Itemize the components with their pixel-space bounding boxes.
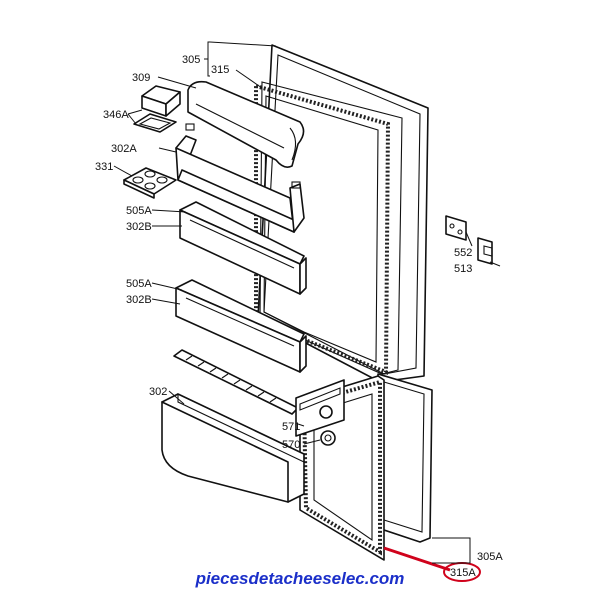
middle-door-shelf-1 (179, 201, 307, 295)
label-331: 331 (95, 161, 113, 173)
thermostat-knob (320, 430, 336, 446)
label-315: 315 (211, 64, 229, 76)
label-571: 571 (282, 421, 300, 433)
part-labels: 305 315 309 346A 302A 331 505A 302B 505A… (95, 54, 503, 579)
label-505a-1: 505A (126, 205, 152, 217)
label-309: 309 (132, 72, 150, 84)
label-346a: 346A (103, 109, 129, 121)
watermark-text: piecesdetacheeselec.com (195, 569, 405, 588)
label-302a: 302A (111, 143, 137, 155)
egg-tray (123, 167, 177, 199)
hinge-bracket (477, 237, 493, 265)
bottle-door-shelf (161, 393, 305, 503)
label-315a: 315A (450, 567, 476, 579)
middle-door-shelf-2 (175, 279, 307, 373)
label-302b-2: 302B (126, 294, 152, 306)
upper-door-shelf (175, 123, 305, 233)
label-552: 552 (454, 247, 472, 259)
label-302b-1: 302B (126, 221, 152, 233)
leader-lines (113, 41, 501, 564)
thermostat-panel (295, 379, 345, 437)
dairy-compartment-flap (187, 80, 305, 168)
label-305a: 305A (477, 551, 503, 563)
highlight-line-315a (383, 546, 451, 572)
butter-box (133, 85, 181, 133)
label-305: 305 (182, 54, 200, 66)
label-513: 513 (454, 263, 472, 275)
hinge-plate (445, 215, 467, 241)
lower-door-gasket (301, 379, 382, 556)
label-570: 570 (282, 439, 300, 451)
label-505a-2: 505A (126, 278, 152, 290)
label-302: 302 (149, 386, 167, 398)
